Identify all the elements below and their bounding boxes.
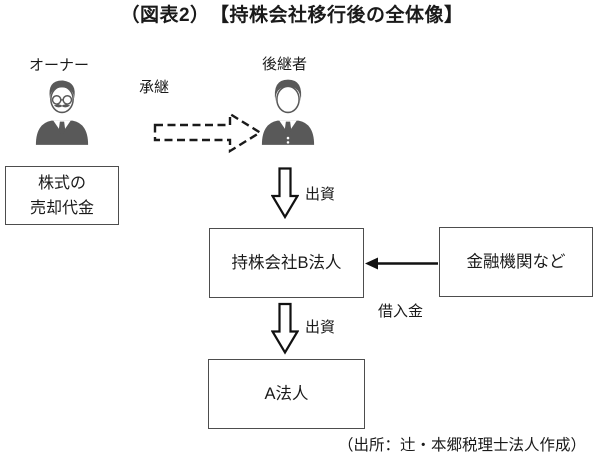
sale-proceeds-line2: 売却代金 [29, 199, 94, 217]
successor-label: 後継者 [262, 56, 308, 73]
investment-down-arrow-icon-2 [271, 302, 299, 355]
loan-label: 借入金 [378, 303, 424, 320]
sale-proceeds-line1: 株式の [37, 174, 86, 192]
company-a-box: A法人 [208, 359, 365, 429]
investment-label-2: 出資 [305, 319, 336, 336]
investment-down-arrow-icon-1 [271, 167, 299, 219]
owner-label: オーナー [29, 57, 90, 74]
owner-person-icon [33, 74, 91, 148]
succession-label: 承継 [139, 79, 170, 96]
diagram-title: （図表2） 【持株会社移行後の全体像】 [120, 5, 464, 26]
investment-label-1: 出資 [305, 186, 336, 203]
financial-institution-label: 金融機関など [466, 252, 566, 271]
source-attribution: （出所：辻・本郷税理士法人作成） [337, 437, 586, 454]
loan-left-arrow-icon [365, 256, 439, 271]
succession-dashed-arrow-icon [152, 110, 264, 155]
successor-person-icon [259, 74, 317, 148]
financial-institution-box: 金融機関など [439, 227, 593, 297]
holding-company-label: 持株会社B法人 [231, 253, 342, 272]
company-a-label: A法人 [264, 384, 309, 403]
holding-company-box: 持株会社B法人 [209, 228, 364, 298]
sale-proceeds-box: 株式の 売却代金 [5, 166, 119, 225]
